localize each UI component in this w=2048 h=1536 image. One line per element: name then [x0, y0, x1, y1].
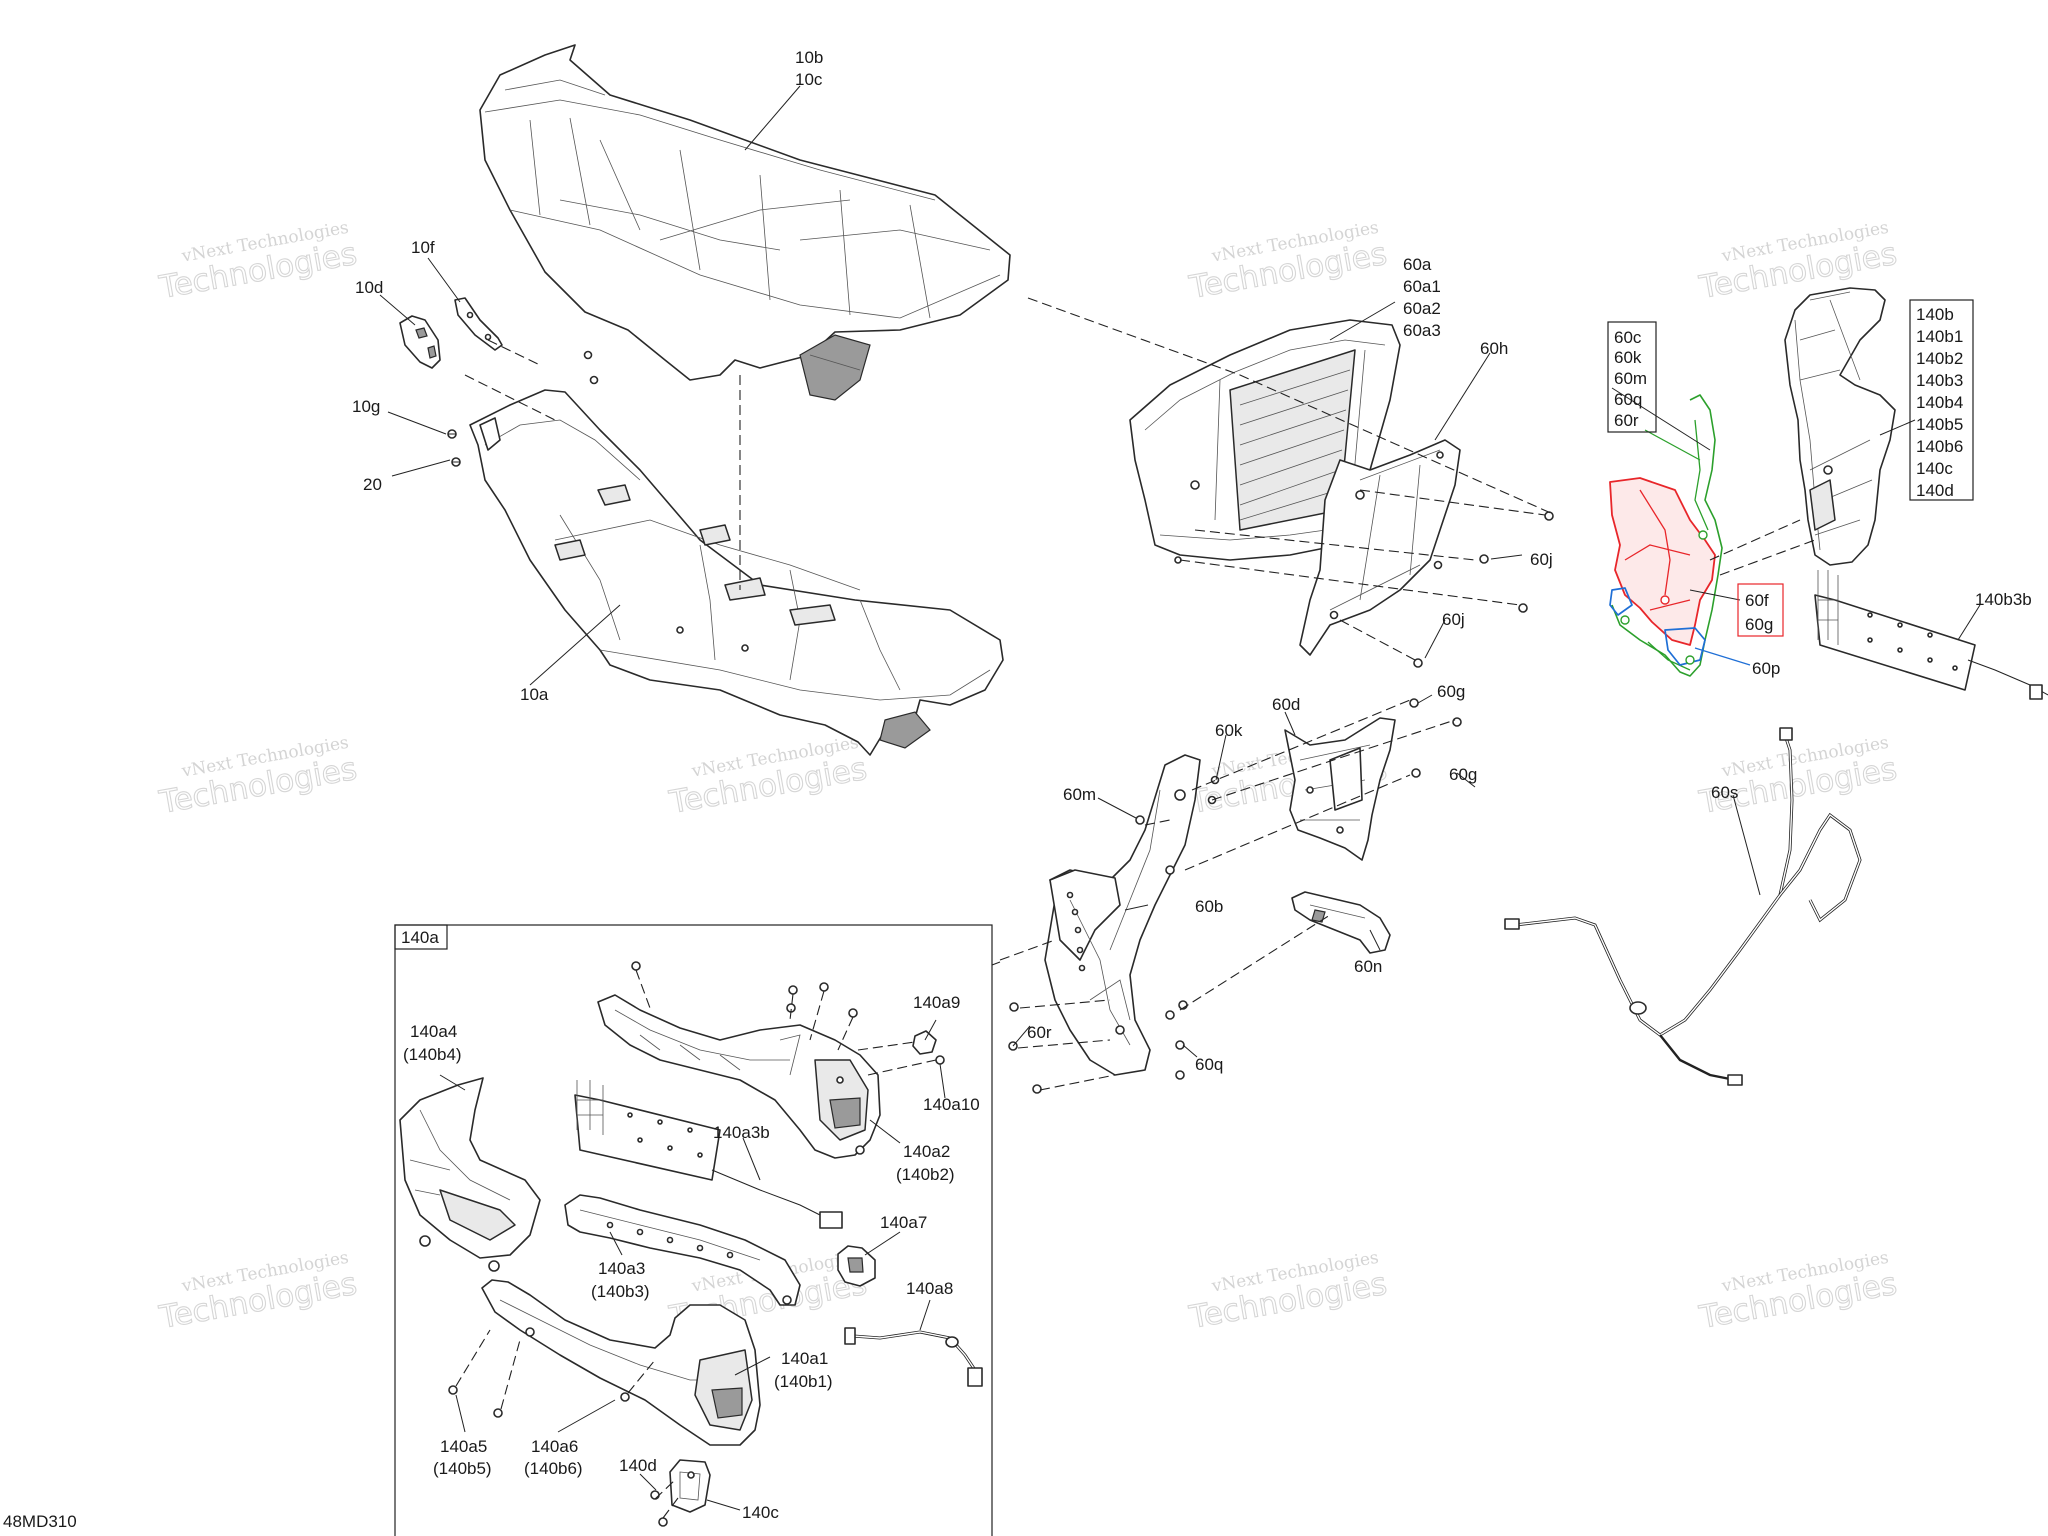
seat-cushion [479, 44, 1011, 401]
screw-group-60j [1413, 511, 1554, 668]
label-60k: 60k [1215, 721, 1243, 740]
label-10d: 10d [355, 278, 383, 297]
label-140a9: 140a9 [913, 993, 960, 1012]
assembly-dashed-lines [464, 297, 1816, 1091]
bracket-60d [1284, 717, 1396, 861]
label-140b2: (140b2) [896, 1165, 955, 1184]
bracket-60b [1044, 754, 1201, 1076]
inset-frame [394, 924, 993, 1536]
label-140a3: 140a3 [598, 1259, 645, 1278]
label-140b1: (140b1) [774, 1372, 833, 1391]
label-60r: 60r [1027, 1023, 1052, 1042]
label-60j: 60j [1530, 550, 1553, 569]
label-140c: 140c [742, 1503, 779, 1522]
inset-140a [394, 924, 1001, 1536]
label-140b3: (140b3) [591, 1282, 650, 1301]
label-140b4: (140b4) [403, 1045, 462, 1064]
label-140d: 140d [1916, 481, 1954, 500]
label-60g: 60g [1745, 615, 1773, 634]
panel-60h [1299, 439, 1461, 656]
leader-lines [379, 85, 1981, 1511]
diagram-id: 48MD310 [3, 1512, 77, 1531]
part-140d [650, 1490, 660, 1500]
label-60n: 60n [1354, 957, 1382, 976]
label-10c: 10c [795, 70, 823, 89]
label-10f: 10f [411, 238, 435, 257]
label-140a1: 140a1 [781, 1349, 828, 1368]
screw-group-seat [447, 350, 749, 652]
heater-pad-140b3b [1814, 570, 2048, 700]
label-10g: 10g [352, 397, 380, 416]
label-10a: 10a [520, 685, 549, 704]
label-60m: 60m [1614, 369, 1647, 388]
label-140a5: 140a5 [440, 1437, 487, 1456]
label-10b: 10b [795, 48, 823, 67]
label-60g: 60g [1437, 682, 1465, 701]
callout-labels: 10b 10c 10f 10d 10g 20 10a 60a 60a1 60a2… [3, 48, 2032, 1531]
label-box-140b [1909, 299, 1974, 501]
label-60b: 60b [1195, 897, 1223, 916]
label-140b3: 140b3 [1916, 371, 1963, 390]
label-20: 20 [363, 475, 382, 494]
part-10f-bracket [454, 297, 503, 351]
label-60g: 60g [1449, 765, 1477, 784]
part-10d-latch [399, 315, 441, 369]
label-140a: 140a [401, 928, 439, 947]
label-box-60c [1607, 321, 1657, 433]
label-140a3b: 140a3b [713, 1123, 770, 1142]
label-140b2: 140b2 [1916, 349, 1963, 368]
part-140a4 [399, 1077, 541, 1259]
label-140b4: 140b4 [1916, 393, 1963, 412]
label-60a1: 60a1 [1403, 277, 1441, 296]
part-140a1 [481, 1279, 761, 1446]
label-140b3b: 140b3b [1975, 590, 2032, 609]
label-60h: 60h [1480, 339, 1508, 358]
label-60r: 60r [1614, 411, 1639, 430]
label-140b6: (140b6) [524, 1459, 583, 1478]
part-140a9 [912, 1030, 937, 1055]
label-60s: 60s [1711, 783, 1738, 802]
label-60p: 60p [1752, 659, 1780, 678]
seat-base [469, 389, 1004, 756]
label-60f: 60f [1745, 591, 1769, 610]
label-60a2: 60a2 [1403, 299, 1441, 318]
side-cover-140b [1784, 287, 1896, 566]
screw-group-60 [1008, 698, 1462, 1094]
part-140a3b [574, 1094, 721, 1181]
label-140b5: 140b5 [1916, 415, 1963, 434]
label-140a4: 140a4 [410, 1022, 457, 1041]
wire-harness-60s [1504, 727, 1862, 1086]
label-60a3: 60a3 [1403, 321, 1441, 340]
highlighted-bracket [1609, 394, 1723, 677]
label-60q: 60q [1614, 390, 1642, 409]
label-140d: 140d [619, 1456, 657, 1475]
label-60d: 60d [1272, 695, 1300, 714]
label-box-60f [1737, 583, 1784, 637]
label-140a6: 140a6 [531, 1437, 578, 1456]
label-60q: 60q [1195, 1055, 1223, 1074]
label-140b1: 140b1 [1916, 327, 1963, 346]
label-60j: 60j [1442, 610, 1465, 629]
clip-60n [1291, 891, 1391, 954]
label-140c: 140c [1916, 459, 1953, 478]
part-140a2 [597, 994, 881, 1159]
label-60k: 60k [1614, 348, 1642, 367]
label-60c: 60c [1614, 328, 1642, 347]
label-140a8: 140a8 [906, 1279, 953, 1298]
label-140b: 140b [1916, 305, 1954, 324]
label-60m: 60m [1063, 785, 1096, 804]
inset-title-box [394, 924, 448, 950]
label-60a: 60a [1403, 255, 1432, 274]
label-140a10: 140a10 [923, 1095, 980, 1114]
label-140a7: 140a7 [880, 1213, 927, 1232]
part-140c [669, 1459, 711, 1513]
label-140a2: 140a2 [903, 1142, 950, 1161]
part-140a3 [564, 1194, 801, 1306]
label-140b5: (140b5) [433, 1459, 492, 1478]
label-140b6: 140b6 [1916, 437, 1963, 456]
part-140a10 [935, 1055, 945, 1065]
